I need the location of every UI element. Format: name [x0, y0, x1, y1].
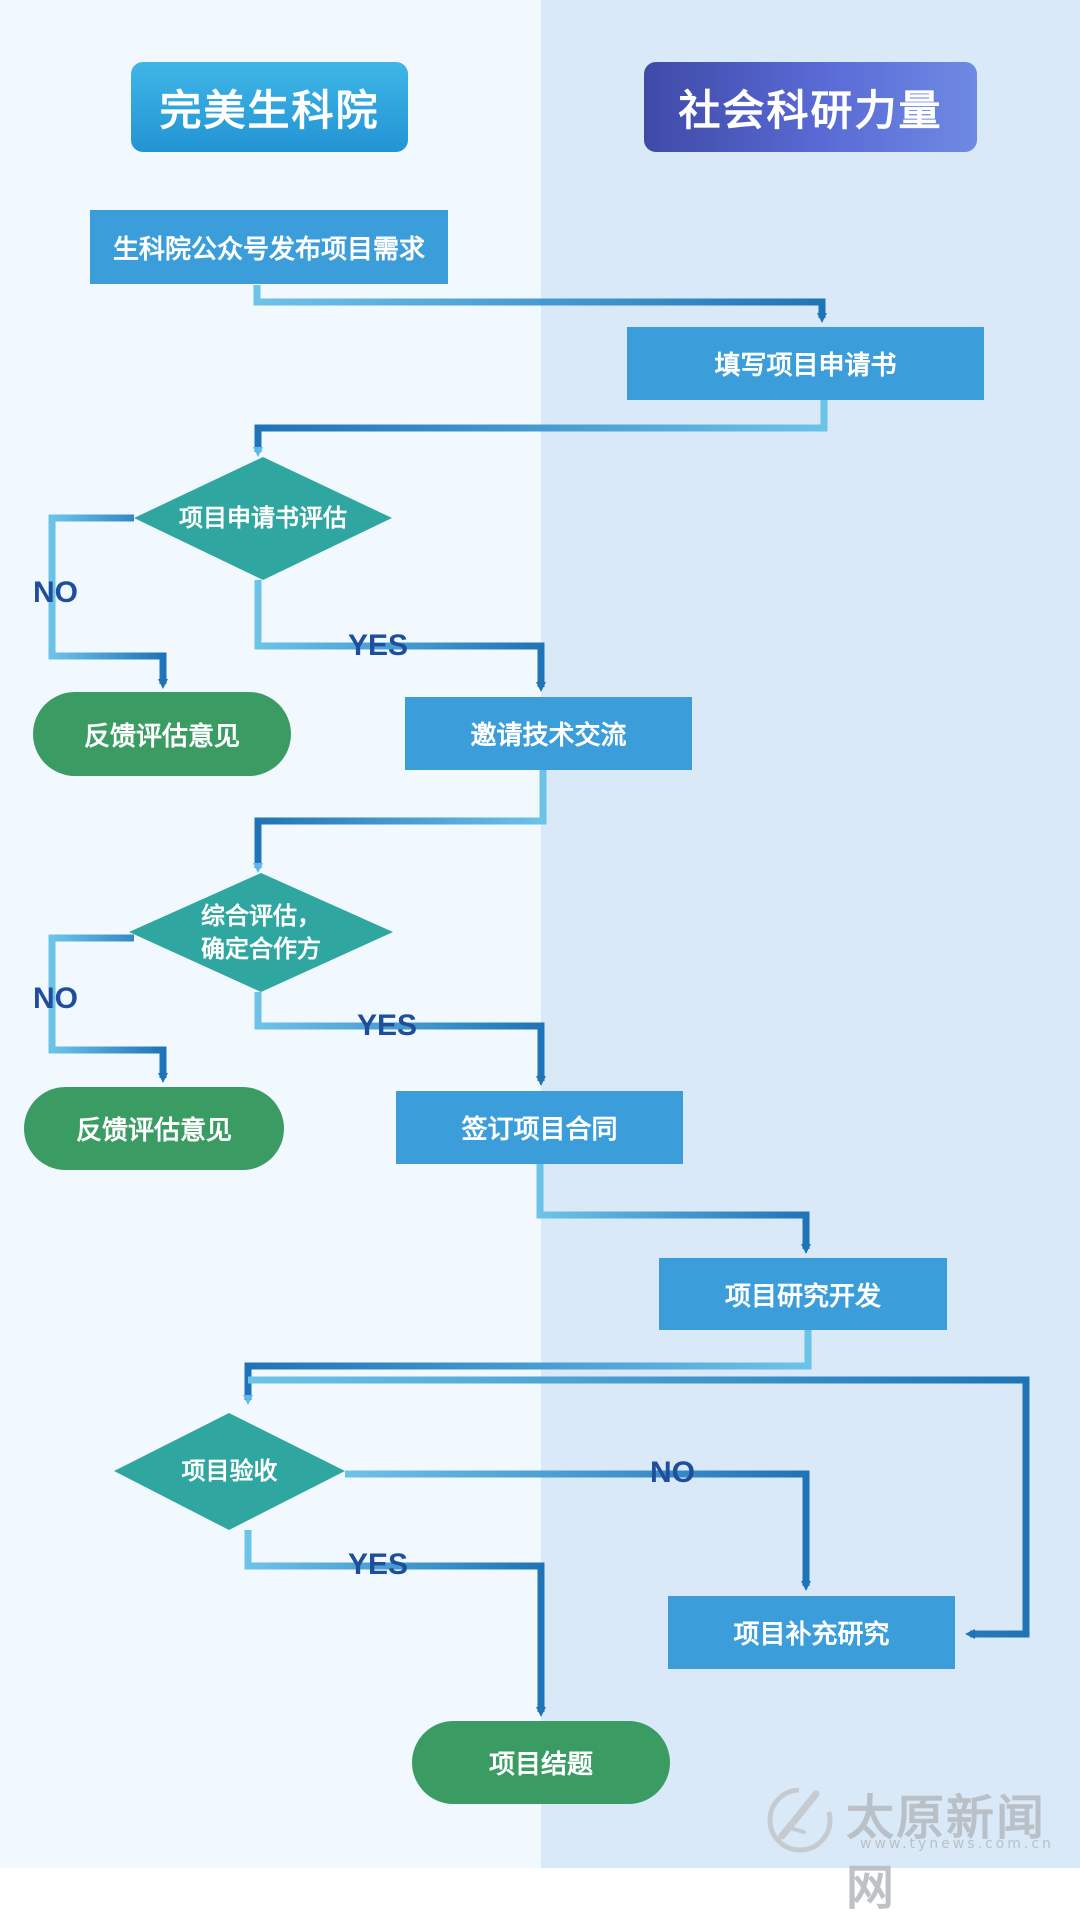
- lane-right-background: [541, 0, 1080, 1868]
- news-logo-icon: [767, 1787, 833, 1853]
- connector-research-to-supplementary: [248, 1376, 1030, 1639]
- edge-label-yes: YES: [348, 1548, 409, 1581]
- decision-label: 综合评估， 确定合作方: [201, 900, 321, 965]
- connector-eval-yes: [254, 992, 546, 1086]
- node-publish-requirement: 生科院公众号发布项目需求: [90, 210, 448, 284]
- decision-label: 项目验收: [181, 1457, 278, 1486]
- lane-header-left: 完美生科院: [131, 62, 408, 152]
- diamond-shape: [134, 457, 392, 580]
- edge-label-no: NO: [33, 982, 78, 1015]
- watermark-url: www.tynews.com.cn: [860, 1836, 1054, 1852]
- node-research-development: 项目研究开发: [659, 1258, 947, 1330]
- decision-evaluate-application: 项目申请书评估: [134, 457, 392, 580]
- node-fill-application: 填写项目申请书: [627, 327, 984, 400]
- edge-label-no: NO: [650, 1456, 695, 1489]
- connector-sign-to-research: [536, 1164, 811, 1254]
- edge-label-yes: YES: [348, 629, 409, 662]
- edge-label-no: NO: [33, 576, 78, 609]
- node-sign-contract: 签订项目合同: [396, 1091, 683, 1164]
- connector-acceptance-yes: [244, 1530, 546, 1717]
- terminal-feedback-1: 反馈评估意见: [33, 692, 291, 776]
- connector-publish-to-fill: [253, 285, 827, 323]
- terminal-project-conclusion: 项目结题: [412, 1721, 670, 1804]
- diamond-shape: [129, 873, 393, 992]
- decision-label-line2: 确定合作方: [201, 934, 321, 963]
- connector-eval-no: [48, 934, 168, 1083]
- terminal-feedback-2: 反馈评估意见: [24, 1087, 284, 1170]
- edge-label-yes: YES: [357, 1009, 418, 1042]
- lane-header-right: 社会科研力量: [644, 62, 977, 152]
- node-invite-exchange: 邀请技术交流: [405, 697, 692, 770]
- connector-evaluate-no: [48, 514, 168, 689]
- connector-layer: [48, 285, 1030, 1717]
- node-supplementary-research: 项目补充研究: [668, 1596, 955, 1669]
- decision-comprehensive-evaluation: 综合评估， 确定合作方: [129, 873, 393, 992]
- connector-acceptance-no: [345, 1470, 811, 1591]
- decision-label-line1: 综合评估，: [201, 902, 321, 931]
- connector-research-to-acceptance: [243, 1330, 812, 1405]
- connector-invite-to-eval: [253, 770, 547, 873]
- connector-fill-to-evaluate: [253, 400, 828, 457]
- decision-label: 项目申请书评估: [179, 504, 347, 533]
- diamond-shape: [114, 1413, 345, 1530]
- watermark: 太原新闻网 www.tynews.com.cn: [760, 1778, 1070, 1916]
- decision-project-acceptance: 项目验收: [114, 1413, 345, 1530]
- connector-evaluate-yes: [254, 580, 546, 692]
